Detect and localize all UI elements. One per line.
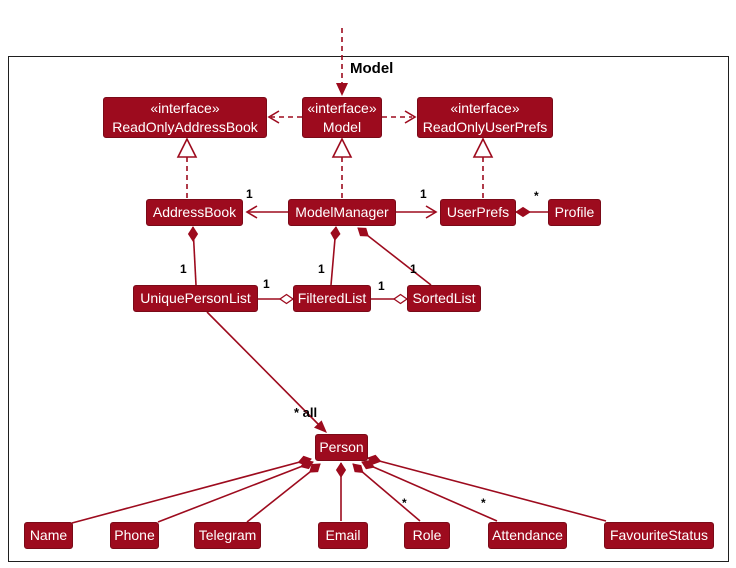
class-box-attendance: Attendance: [488, 522, 567, 549]
class-box-model-interface: «interface» Model: [302, 97, 382, 138]
multiplicity-filteredlist-sortedlist: 1: [378, 279, 385, 293]
class-name-label: FavouriteStatus: [609, 527, 709, 544]
class-name-label: Name: [29, 527, 68, 544]
class-box-role: Role: [404, 522, 450, 549]
class-box-name: Name: [24, 522, 73, 549]
stereotype-label: «interface»: [307, 100, 377, 117]
class-box-sorted-list: SortedList: [407, 285, 481, 312]
class-box-model-manager: ModelManager: [288, 199, 396, 226]
stereotype-label: «interface»: [150, 100, 220, 117]
multiplicity-modelmanager-filteredlist: 1: [318, 262, 325, 276]
class-name-label: AddressBook: [152, 204, 237, 221]
class-box-profile: Profile: [548, 199, 601, 226]
class-box-readonly-user-prefs: «interface» ReadOnlyUserPrefs: [417, 97, 553, 138]
multiplicity-person-attendance: *: [481, 496, 486, 510]
frame-entry-label: Model: [350, 60, 394, 77]
class-name-label: Attendance: [492, 527, 563, 544]
multiplicity-person-role: *: [402, 496, 407, 510]
class-name-label: UniquePersonList: [140, 290, 251, 307]
class-name-label: UserPrefs: [446, 204, 510, 221]
class-box-user-prefs: UserPrefs: [440, 199, 516, 226]
multiplicity-uniquepersonlist-filteredlist: 1: [263, 277, 270, 291]
class-name-label: Email: [325, 527, 361, 544]
class-name-label: SortedList: [412, 290, 476, 307]
multiplicity-userprefs-profile: *: [534, 189, 539, 203]
class-box-telegram: Telegram: [194, 522, 261, 549]
class-name-label: Model: [322, 118, 362, 135]
multiplicity-uniquepersonlist-person: * all: [294, 405, 318, 420]
class-name-label: ModelManager: [295, 204, 389, 221]
class-box-unique-person-list: UniquePersonList: [133, 285, 258, 312]
multiplicity-modelmanager-addressbook: 1: [246, 187, 253, 201]
class-name-label: ReadOnlyUserPrefs: [422, 118, 548, 135]
class-name-label: ReadOnlyAddressBook: [112, 118, 258, 135]
class-name-label: Phone: [114, 527, 155, 544]
class-box-person: Person: [315, 434, 368, 461]
multiplicity-modelmanager-userprefs: 1: [420, 187, 427, 201]
class-box-favourite-status: FavouriteStatus: [604, 522, 714, 549]
class-name-label: FilteredList: [297, 290, 367, 307]
class-box-address-book: AddressBook: [146, 199, 243, 226]
class-name-label: Telegram: [198, 527, 257, 544]
diagram-frame: [8, 56, 729, 562]
class-box-phone: Phone: [110, 522, 159, 549]
class-name-label: Role: [412, 527, 442, 544]
multiplicity-modelmanager-sortedlist: 1: [410, 262, 417, 276]
class-box-filtered-list: FilteredList: [293, 285, 371, 312]
class-box-email: Email: [318, 522, 368, 549]
class-name-label: Profile: [554, 204, 595, 221]
multiplicity-addressbook-uniquepersonlist: 1: [180, 262, 187, 276]
class-box-readonly-address-book: «interface» ReadOnlyAddressBook: [103, 97, 267, 138]
class-name-label: Person: [319, 439, 364, 456]
stereotype-label: «interface»: [450, 100, 520, 117]
